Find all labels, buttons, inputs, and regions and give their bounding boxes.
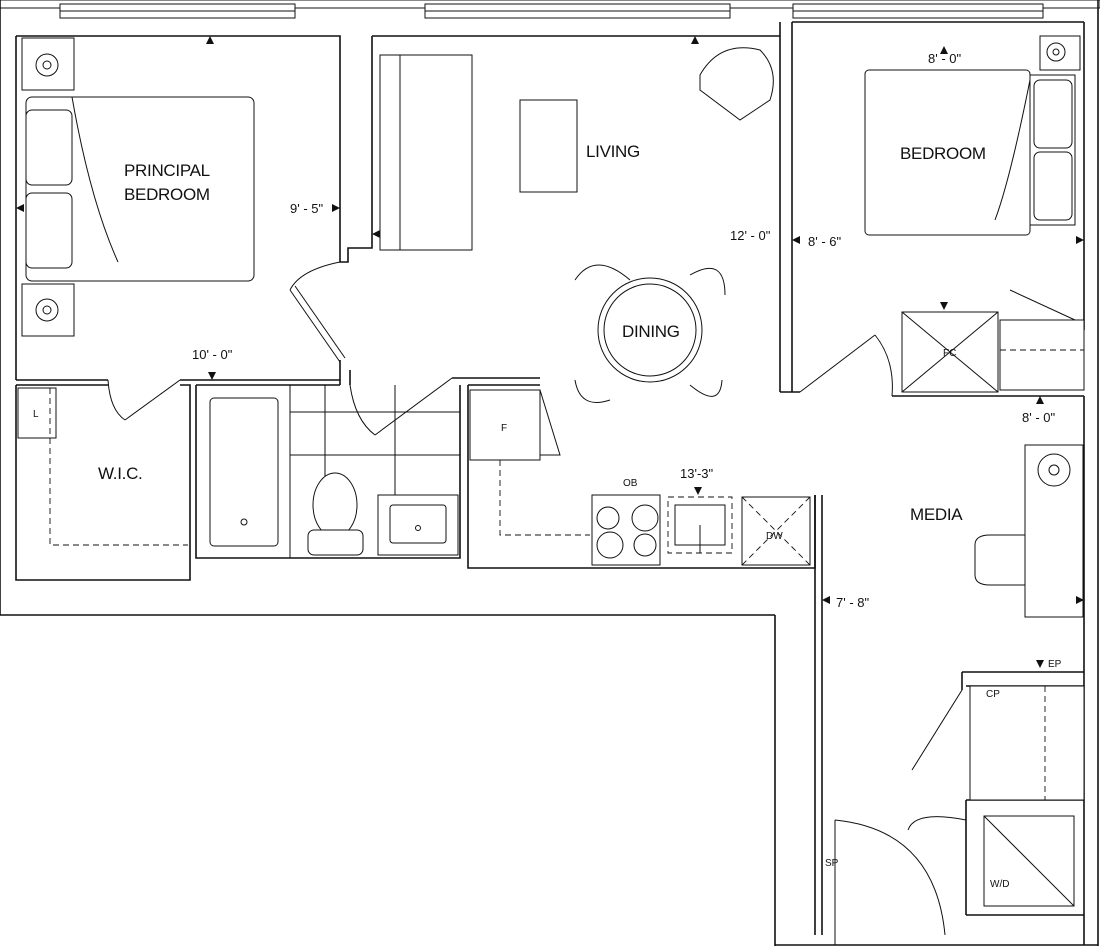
- room-label-wic: W.I.C.: [98, 464, 142, 483]
- room-label-living: LIVING: [586, 142, 640, 161]
- toilet: [312, 472, 358, 538]
- room-label-media: MEDIA: [910, 505, 963, 524]
- fan-coil-unit: [901, 311, 1085, 393]
- dim-bedroom-length: 8' - 0": [928, 51, 961, 66]
- media-furniture: [974, 444, 1084, 618]
- fixture-label-closet-pantry: CP: [986, 689, 1000, 700]
- bedroom-bed: [864, 35, 1081, 236]
- fixture-label-fan-coil: FC: [943, 348, 956, 359]
- armchair: [699, 47, 774, 121]
- principal-bed: [21, 37, 255, 337]
- doors: [107, 261, 1076, 945]
- fixture-label-fridge: F: [501, 423, 507, 434]
- wic-shelving: [17, 387, 188, 546]
- coffee-table: [519, 99, 578, 193]
- bathtub: [209, 397, 279, 547]
- dimension-arrows: [16, 36, 1084, 668]
- room-label-principal-line1: PRINCIPAL: [124, 161, 210, 180]
- dim-media-length: 8' - 0": [1022, 410, 1055, 425]
- fixture-label-linen: L: [33, 409, 39, 420]
- dim-kitchen-length: 13'-3": [680, 466, 714, 481]
- interior-walls: [15, 21, 1085, 945]
- fixture-label-dishwasher: DW: [766, 531, 783, 542]
- kitchen-fixtures: [469, 389, 811, 566]
- dim-living-width: 12' - 0": [730, 228, 771, 243]
- fixture-label-oven: OB: [623, 478, 638, 489]
- sofa: [379, 54, 578, 251]
- fixture-label-sprinkler: SP: [825, 858, 839, 869]
- fridge: [469, 389, 541, 461]
- fixture-label-washer-dryer: W/D: [990, 879, 1009, 890]
- room-label-bedroom: BEDROOM: [900, 144, 986, 163]
- laundry-closet: [969, 685, 1085, 907]
- dim-hall-width: 7' - 8": [836, 595, 869, 610]
- dim-principal-width: 9' - 5": [290, 201, 323, 216]
- dining-set: [574, 264, 726, 403]
- dim-bedroom-width: 8' - 6": [808, 234, 841, 249]
- fixture-label-electrical-panel: EP: [1048, 659, 1062, 670]
- dim-principal-length: 10' - 0": [192, 347, 233, 362]
- room-label-dining: DINING: [622, 322, 680, 341]
- bathroom-fixtures: [209, 385, 460, 558]
- room-label-principal-line2: BEDROOM: [124, 185, 210, 204]
